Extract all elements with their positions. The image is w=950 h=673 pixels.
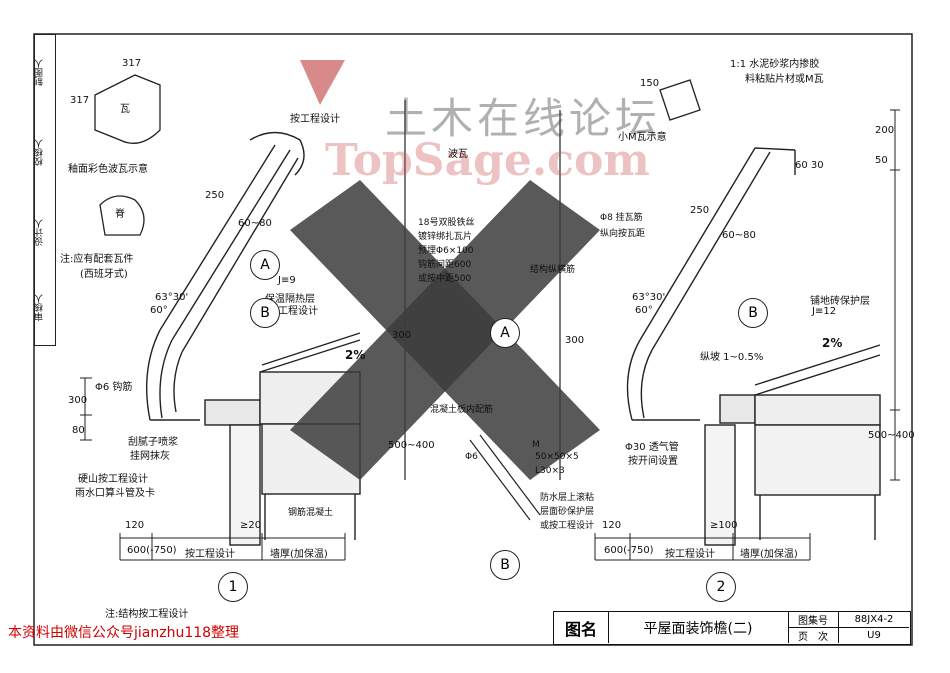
dim-6080-left: 60~80 xyxy=(238,218,272,229)
dim-500400-right: 500~400 xyxy=(868,430,915,441)
ridge-per-design: 按工程设计 xyxy=(290,114,340,125)
scrape-note: 刮腻子喷浆 xyxy=(128,437,178,448)
page-value: U9 xyxy=(867,630,881,641)
tile-size-side: 317 xyxy=(70,95,90,106)
waterproof-note-3: 或按工程设计 xyxy=(540,521,595,531)
slope-2pct-left: 2% xyxy=(345,348,366,362)
callout-b-left: B xyxy=(250,298,280,328)
watermark-cn: 土木在线论坛 xyxy=(385,94,662,143)
reviewer-cell: 审核人 xyxy=(35,294,45,321)
scrape-note-2: 挂网抹灰 xyxy=(130,451,170,462)
b-note-8: 或按中距500 xyxy=(418,274,472,284)
drawing-title: 平屋面装饰檐(二) xyxy=(608,612,789,643)
small-tile-caption: 小M瓦示意 xyxy=(618,132,667,143)
struct-note: 注:结构按工程设计 xyxy=(105,609,189,620)
concrete-note: 混凝土板内配筋 xyxy=(430,405,494,415)
tile-label: 瓦 xyxy=(120,104,130,115)
signature-strip: 制图人 校核人 设计人 审核人 xyxy=(34,34,56,346)
dim-250-right: 250 xyxy=(690,205,710,216)
per-design-right: 按工程设计 xyxy=(665,549,715,560)
wall-note-left: 墙厚(加保温) xyxy=(270,549,328,560)
callout-b-right: B xyxy=(738,298,768,328)
mortar-note: 1:1 水泥砂浆内掺胶 xyxy=(730,59,820,70)
dim-6080-right: 60~80 xyxy=(722,230,756,241)
size-150: 150 xyxy=(640,78,660,89)
dim-600-right: 600(-750) xyxy=(604,545,654,556)
per-design-left: 按工程设计 xyxy=(185,549,235,560)
gable-note-2: 雨水口算斗管及卡 xyxy=(75,488,155,499)
atlas-row: 图集号 88JX4-2 xyxy=(788,612,909,628)
paving-ref: J≡12 xyxy=(812,306,837,317)
vent-note-2: 按开间设置 xyxy=(628,456,678,467)
b-note-6: 预埋Φ6×100 xyxy=(418,246,474,256)
vent-note: Φ30 透气管 xyxy=(625,442,679,453)
dim-300-center: 300 xyxy=(392,330,412,341)
drafter-cell: 制图人 xyxy=(35,59,45,86)
footer-credit: 本资料由微信公众号jianzhu118整理 xyxy=(8,625,240,641)
wave-note: 波瓦 xyxy=(448,149,468,160)
checker-cell: 校核人 xyxy=(35,139,45,166)
slope-note: 纵坡 1~0.5% xyxy=(700,352,764,363)
accessory-note: 注:应有配套瓦件 xyxy=(60,254,134,265)
dim-500400-center: 500~400 xyxy=(388,440,435,451)
designer-cell: 设计人 xyxy=(35,219,45,246)
dim-250-left: 250 xyxy=(205,190,225,201)
paving-note: 铺地砖保护层 xyxy=(810,296,870,307)
dim-600-left: 600(-750) xyxy=(127,545,177,556)
ribbed-note: 钢筋混凝土 xyxy=(288,508,334,518)
wall-note-right: 墙厚(加保温) xyxy=(740,549,798,560)
insul-ref: J≡9 xyxy=(278,275,296,286)
b-note-1: Φ8 挂瓦筋 xyxy=(600,213,643,223)
page-row: 页 次 U9 xyxy=(788,628,909,643)
slope-2pct-right: 2% xyxy=(822,336,843,350)
dim-80-left: 80 xyxy=(72,425,85,436)
tile-caption: 釉面彩色波瓦示意 xyxy=(68,164,148,175)
insulation-note: 保温隔热层 xyxy=(265,294,315,305)
watermark-en: TopSage.com xyxy=(325,135,650,186)
b-detail-phi: Φ6 xyxy=(465,452,478,462)
detail-2-label: 2 xyxy=(706,572,736,602)
dim-6030-right: 60 30 xyxy=(795,160,824,171)
waterproof-note-2: 层面砂保护层 xyxy=(540,507,595,517)
gable-note: 硬山按工程设计 xyxy=(78,474,148,485)
dim-120-left: 120 xyxy=(125,520,145,531)
dim-20-left: ≥20 xyxy=(240,520,262,531)
title-block: 图名 平屋面装饰檐(二) 图集号 88JX4-2 页 次 U9 xyxy=(553,611,911,645)
dim-50-right: 50 xyxy=(875,155,888,166)
angle-60-left: 60° xyxy=(150,305,168,316)
page-label: 页 次 xyxy=(788,628,839,643)
dim-300-left: 300 xyxy=(68,395,88,406)
hook-note: Φ6 钩筋 xyxy=(95,382,133,393)
dim-300-center-right: 300 xyxy=(565,335,585,346)
dim-200-right: 200 xyxy=(875,125,895,136)
detail-1-label: 1 xyxy=(218,572,248,602)
b-note-2: 纵向按瓦距 xyxy=(600,229,646,239)
b-detail-l: 50×50×5 xyxy=(535,452,579,462)
atlas-label: 图集号 xyxy=(788,612,839,627)
b-note-3: 结构纵横筋 xyxy=(530,265,576,275)
accessory-note-2: (西班牙式) xyxy=(80,269,128,280)
title-name-label: 图名 xyxy=(554,612,609,643)
b-note-5: 镀锌绑扎瓦片 xyxy=(418,232,473,242)
mortar-note-2: 料粘贴片材或M瓦 xyxy=(745,74,824,85)
insulation-note-2: 按工程设计 xyxy=(268,306,318,317)
callout-b-center: B xyxy=(490,550,520,580)
b-detail-l2: L30×3 xyxy=(535,466,565,476)
dim-100-right: ≥100 xyxy=(710,520,738,531)
angle-6330-right: 63°30' xyxy=(632,292,666,303)
tile-size-top: 317 xyxy=(122,58,142,69)
callout-a-left: A xyxy=(250,250,280,280)
dim-120-right: 120 xyxy=(602,520,622,531)
angle-6330-left: 63°30' xyxy=(155,292,189,303)
atlas-value: 88JX4-2 xyxy=(854,614,894,625)
ridge-label: 脊 xyxy=(115,209,125,220)
b-detail-m: M xyxy=(532,440,540,450)
callout-a-center: A xyxy=(490,318,520,348)
angle-60-right: 60° xyxy=(635,305,653,316)
b-note-4: 18号双股铁丝 xyxy=(418,218,475,228)
waterproof-note: 防水层上滚粘 xyxy=(540,493,595,503)
b-note-7: 钩筋间距600 xyxy=(418,260,472,270)
